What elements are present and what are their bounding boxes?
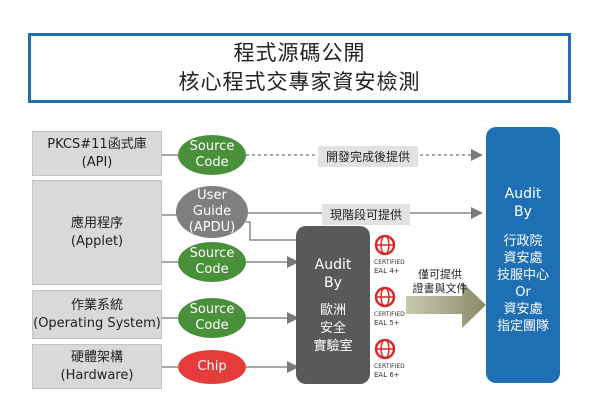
layer-hardware-name: 硬體架構 [70,349,123,365]
cert-eal5-level: EAL 5+ [374,319,400,327]
layer-os-sub: (Operating System) [33,315,161,331]
audit-right-l1: Audit [504,186,542,202]
audit-right-l7: 資安處 [503,302,543,317]
cert-eal6-level: EAL 6+ [374,371,400,379]
layer-hardware: 硬體架構 (Hardware) [32,344,162,389]
title-line-1: 程式源碼公開 [233,41,366,65]
audit-right-l4: 資安處 [503,251,543,266]
cert-column: CERTIFIED EAL 4+ CERTIFIED EAL 5+ CERTIF… [372,232,408,384]
audit-gov: Audit By 行政院 資安處 技服中心 Or 資安處 指定團隊 [486,127,560,383]
source-code-3-l1: Source [189,302,235,317]
layer-applet: 應用程序 (Applet) [32,180,162,285]
source-code-1-l1: Source [189,139,235,154]
source-code-node-2: Source Code [178,242,246,282]
cert-eal4-level: EAL 4+ [374,267,400,275]
chip-node: Chip [178,350,246,384]
audit-right-l2: By [514,204,532,220]
globe-icon [374,234,396,256]
layer-os: 作業系統 (Operating System) [32,290,162,339]
audit-mid-l1: Audit [314,257,352,273]
layer-api: PKCS#11函式庫 (API) [32,131,162,176]
layer-api-name: PKCS#11函式庫 [47,136,147,152]
source-code-3-l2: Code [195,318,229,333]
audit-mid-l4: 安全 [319,321,346,336]
cert-eal5-label: CERTIFIED [374,311,405,318]
cert-eal5: CERTIFIED EAL 5+ [372,284,408,332]
source-code-1-l2: Code [195,155,229,170]
user-guide-l1: User [197,188,227,203]
audit-mid-l5: 實驗室 [313,339,353,354]
title-box: 程式源碼公開 核心程式交專家資安檢測 [28,33,571,103]
user-guide-l3: (APDU) [188,220,236,235]
cert-eal4: CERTIFIED EAL 4+ [372,232,408,280]
cert-docs-label: 僅可提供 證書與文件 [410,268,470,296]
audit-mid-l3: 歐洲 [319,303,346,318]
cert-docs-l1: 僅可提供 [418,268,462,281]
title-line-2: 核心程式交專家資安檢測 [178,70,421,94]
chip-label: Chip [197,359,227,374]
user-guide-node: User Guide (APDU) [176,186,248,238]
globe-icon [374,286,396,308]
arrow-label-now-available: 現階段可提供 [322,204,411,225]
layer-os-name: 作業系統 [70,297,123,313]
layer-api-sub: (API) [81,154,113,170]
audit-right-l5: 技服中心 [496,268,549,283]
globe-icon [374,338,396,360]
source-code-node-1: Source Code [178,135,246,175]
layer-applet-name: 應用程序 [70,215,123,231]
audit-right-l8: 指定團隊 [496,319,549,334]
user-guide-l2: Guide [192,204,232,219]
audit-right-l3: 行政院 [503,234,543,249]
audit-eu-lab: Audit By 歐洲 安全 實驗室 [296,226,370,384]
cert-eal6: CERTIFIED EAL 6+ [372,336,408,384]
source-code-2-l2: Code [195,262,229,277]
cert-docs-l2: 證書與文件 [412,282,468,295]
arrow-label-dev-after: 開發完成後提供 [318,146,419,167]
source-code-node-3: Source Code [178,298,246,338]
layer-hardware-sub: (Hardware) [60,367,134,383]
audit-right-l6: Or [515,285,531,300]
source-code-2-l1: Source [189,246,235,261]
cert-eal4-label: CERTIFIED [374,259,405,266]
audit-mid-l2: By [324,275,342,291]
layer-applet-sub: (Applet) [70,233,124,249]
cert-eal6-label: CERTIFIED [374,363,405,370]
